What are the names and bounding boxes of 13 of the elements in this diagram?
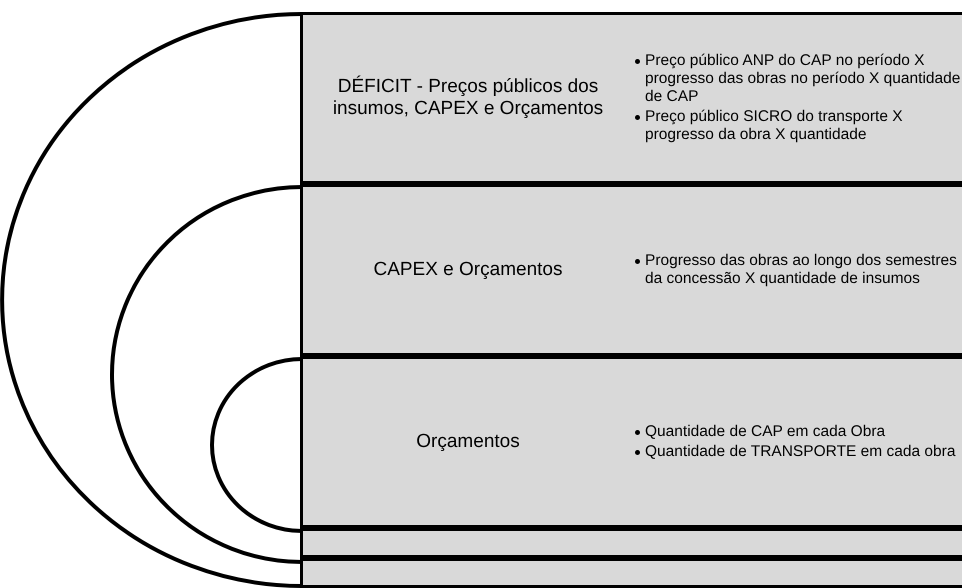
bullet-text: Progresso das obras ao longo dos semestres da concessão X quantidade de insumos (645, 252, 957, 287)
bullet-text: Preço público SICRO do transporte X progresso da obra X quantidade (645, 108, 903, 143)
band-title: Orçamentos (415, 431, 521, 453)
band-title: DÉFICIT - Preços públicos dos insumos, CAPEX e Orçamentos (332, 76, 604, 120)
level-band (300, 184, 962, 356)
empty-band (300, 558, 962, 588)
bullet-text: Quantidade de CAP em cada Obra (645, 423, 886, 440)
band-title: CAPEX e Orçamentos (372, 259, 564, 281)
bullet-text: Preço público ANP do CAP no período X progresso das obras no período X quantidade de CAP (645, 52, 960, 105)
level-band (300, 12, 962, 184)
level-band (300, 356, 962, 528)
bullet-text: Quantidade de TRANSPORTE em cada obra (645, 443, 956, 460)
empty-band (300, 528, 962, 558)
